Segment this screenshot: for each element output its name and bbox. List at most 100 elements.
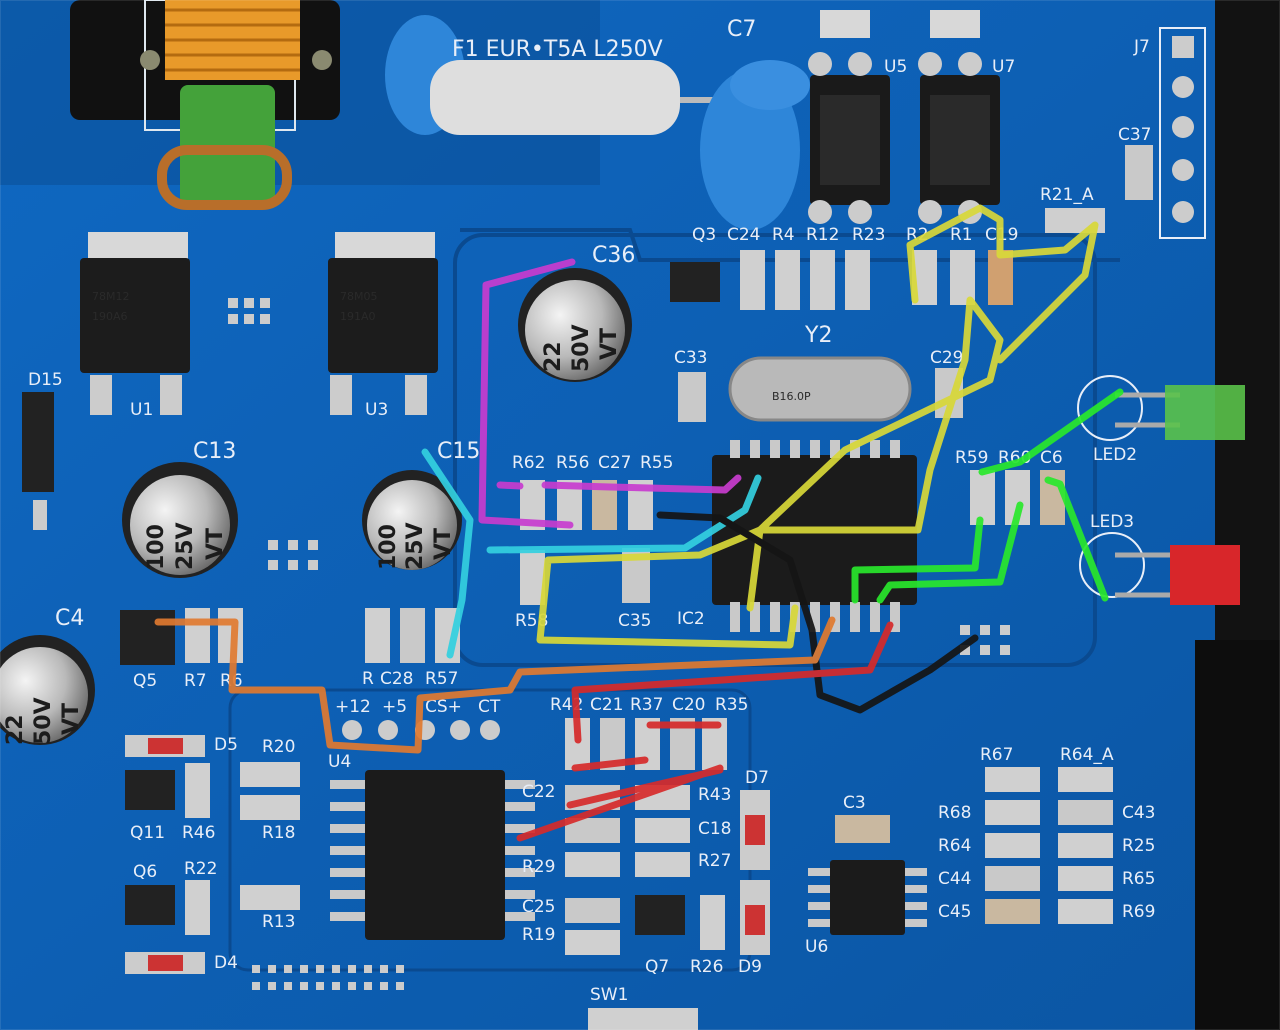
label-r22: R22 [184, 859, 217, 879]
c15-voltage: 25V [403, 522, 428, 570]
optocoupler-u7 [918, 52, 1000, 224]
label-j7: J7 [1133, 37, 1150, 57]
label-c21: C21 [590, 695, 624, 715]
label-r: R [362, 669, 374, 689]
label-u1: U1 [130, 400, 153, 420]
label-d5: D5 [214, 735, 238, 755]
label-c22: C22 [522, 782, 556, 802]
label-c3: C3 [843, 793, 866, 813]
crystal-marking: B16.0P [772, 390, 811, 403]
label-r12: R12 [806, 225, 839, 245]
label-u3: U3 [365, 400, 388, 420]
label-r35: R35 [715, 695, 748, 715]
trace-yellow [536, 204, 1099, 649]
label-c15: C15 [437, 439, 480, 464]
label-r26: R26 [690, 957, 723, 977]
label-r13: R13 [262, 912, 295, 932]
header-label-12v: +12 [335, 697, 371, 717]
c36-value: 22 [541, 341, 566, 372]
label-c28: C28 [380, 669, 414, 689]
label-q6: Q6 [133, 862, 157, 882]
label-led2: LED2 [1093, 445, 1137, 465]
label-d4: D4 [214, 953, 238, 973]
capacitor-c13: 100 25V VT [122, 462, 238, 578]
label-r4: R4 [772, 225, 795, 245]
header-label-ct: CT [478, 697, 501, 717]
label-d9: D9 [738, 957, 762, 977]
regulator-u3: 78M05 191A0 [328, 232, 438, 415]
label-c25: C25 [522, 897, 556, 917]
c13-voltage: 25V [173, 522, 198, 570]
label-c35: C35 [618, 611, 652, 631]
capacitor-c15: 100 25V VT [362, 470, 462, 570]
u1-code: 190A6 [92, 310, 128, 323]
label-c7: C7 [727, 17, 756, 42]
c15-series: VT [431, 528, 456, 560]
switch-sw1[interactable] [588, 1008, 698, 1030]
label-c13: C13 [193, 439, 236, 464]
label-r29: R29 [522, 857, 555, 877]
label-q5: Q5 [133, 671, 157, 691]
label-r68: R68 [938, 803, 971, 823]
header-label-5v: +5 [382, 697, 407, 717]
u3-code: 191A0 [340, 310, 376, 323]
c13-series: VT [203, 528, 228, 560]
c4-voltage: 50V [31, 697, 56, 745]
regulator-u1: 78M12 190A6 [80, 232, 190, 415]
capacitor-c36: 22 50V VT [518, 268, 632, 382]
c15-value: 100 [376, 524, 401, 570]
label-c24: C24 [727, 225, 761, 245]
label-u6: U6 [805, 937, 828, 957]
label-r64a: R64_A [1060, 745, 1114, 765]
label-r59: R59 [955, 448, 988, 468]
label-r67: R67 [980, 745, 1013, 765]
ic-u6 [808, 860, 927, 935]
trace-orange [154, 616, 836, 754]
label-c36: C36 [592, 243, 635, 268]
label-c29: C29 [930, 348, 964, 368]
trace-cyan [421, 448, 762, 659]
header-label-cs: CS+ [425, 697, 462, 717]
inductor-coil [70, 0, 340, 210]
led2-green [1077, 375, 1245, 441]
label-c37: C37 [1118, 125, 1152, 145]
label-r7: R7 [184, 671, 207, 691]
label-y2: Y2 [804, 323, 832, 348]
label-c6: C6 [1040, 448, 1063, 468]
optocoupler-u5 [808, 52, 890, 224]
trace-green [851, 388, 1124, 604]
label-r57: R57 [425, 669, 458, 689]
u1-marking: 78M12 [92, 290, 130, 303]
label-d7: D7 [745, 768, 769, 788]
label-r62: R62 [512, 453, 545, 473]
label-r46: R46 [182, 823, 215, 843]
label-c4: C4 [55, 606, 84, 631]
label-r64: R64 [938, 836, 971, 856]
fuse-label: F1 EUR•T5A L250V [452, 37, 663, 62]
crystal-y2: B16.0P [728, 356, 912, 422]
label-c43: C43 [1122, 803, 1156, 823]
c13-value: 100 [144, 524, 169, 570]
label-r20: R20 [262, 737, 295, 757]
diode-d15 [22, 392, 54, 492]
ic-u4 [330, 770, 535, 940]
label-r23: R23 [852, 225, 885, 245]
label-r19: R19 [522, 925, 555, 945]
c4-value: 22 [3, 714, 28, 745]
label-r43: R43 [698, 785, 731, 805]
label-u7: U7 [992, 57, 1015, 77]
led3-red [1079, 532, 1240, 605]
trace-magenta [478, 258, 742, 529]
label-d15: D15 [28, 370, 63, 390]
label-r18: R18 [262, 823, 295, 843]
fuse-area: F1 EUR•T5A L250V C7 [385, 15, 810, 230]
c4-series: VT [59, 703, 84, 735]
u3-marking: 78M05 [340, 290, 378, 303]
c36-voltage: 50V [569, 324, 594, 372]
label-sw1: SW1 [590, 985, 628, 1005]
label-r37: R37 [630, 695, 663, 715]
header-pins[interactable] [342, 720, 500, 740]
label-r55: R55 [640, 453, 673, 473]
connector-j7[interactable] [1159, 27, 1206, 239]
